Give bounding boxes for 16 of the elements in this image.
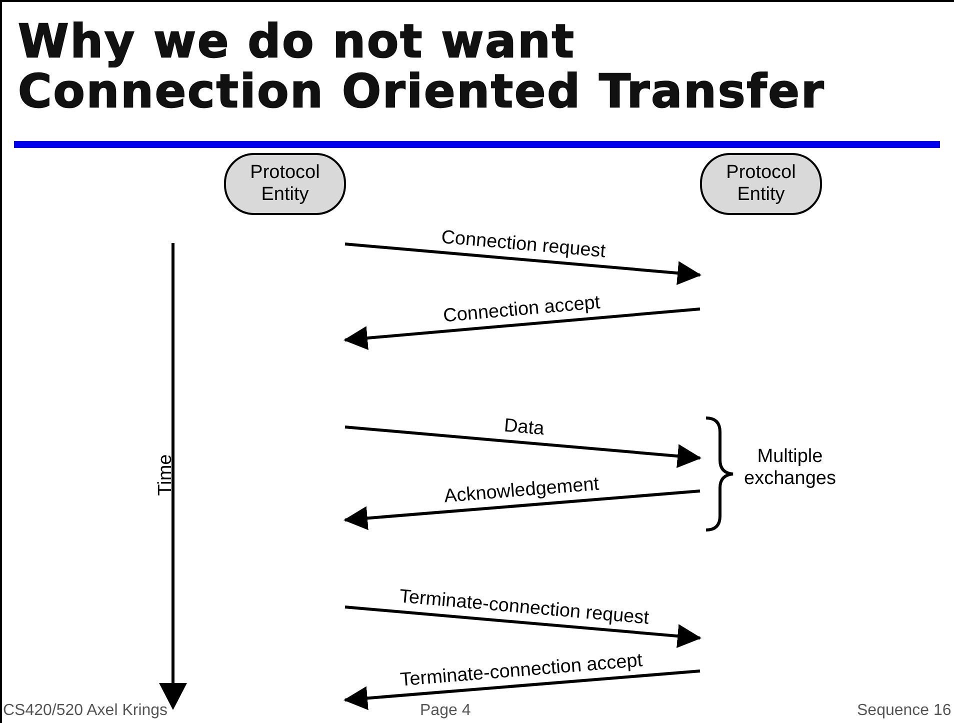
message-label: Data (502, 414, 546, 440)
axis-label: Time (154, 454, 177, 496)
message-label: Terminate-connection request (397, 586, 651, 630)
brace-label: Multiple exchanges (743, 446, 837, 490)
message-label: Connection accept (441, 292, 602, 328)
entity-label: Protocol Entity (725, 162, 797, 206)
footer-text: Page 4 (420, 701, 471, 721)
message-label: Terminate-connection accept (398, 650, 644, 692)
entity-box (700, 153, 822, 215)
entity-box (224, 153, 346, 215)
footer-text: CS420/520 Axel Krings (3, 701, 168, 721)
entity-label: Protocol Entity (249, 162, 321, 206)
footer-text: Sequence 16 (857, 701, 952, 721)
slide-title: Why we do not want Connection Oriented Transfer (18, 16, 826, 116)
message-label: Acknowledgement (442, 473, 601, 508)
message-label: Connection request (440, 226, 608, 263)
